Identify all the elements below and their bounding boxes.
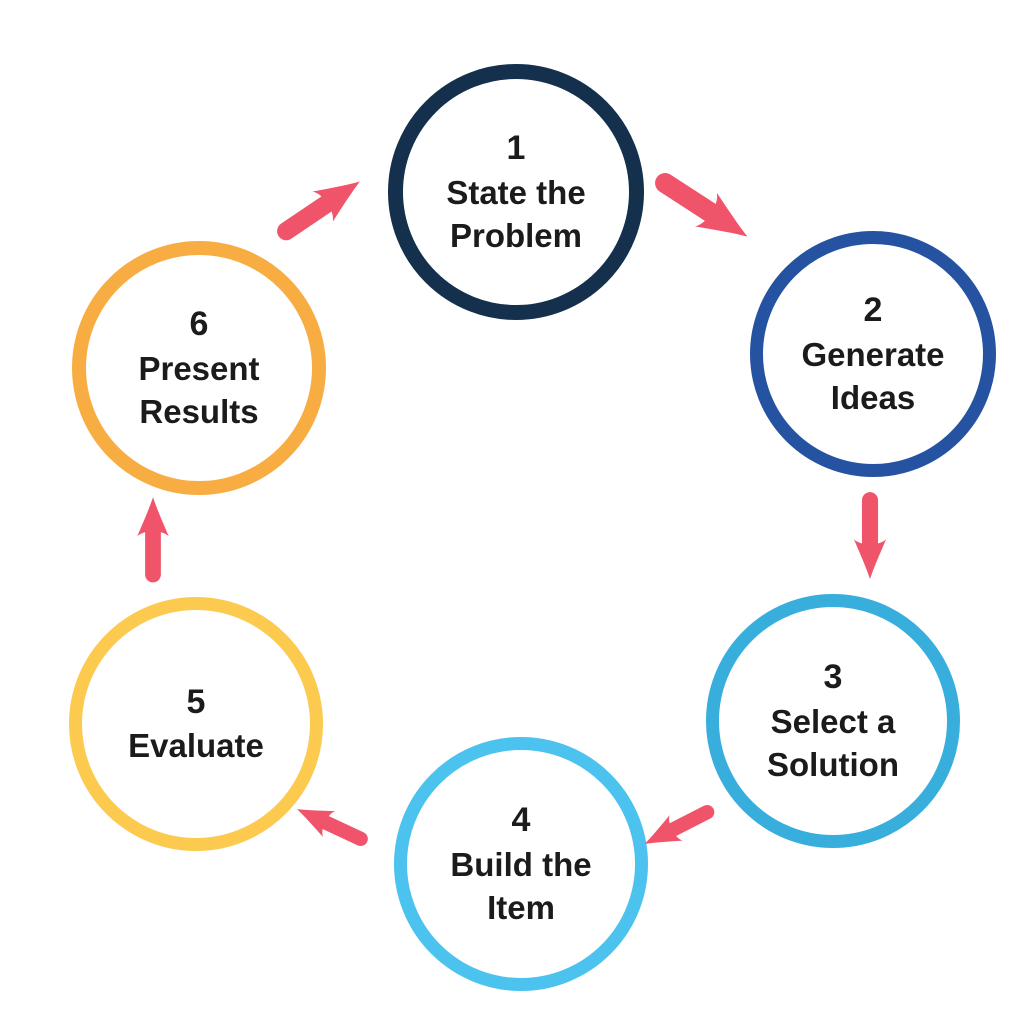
step-circle-3: 3 Select a Solution [706,594,960,848]
step-circle-6: 6 Present Results [72,241,326,495]
step-circle-2: 2 Generate Ideas [750,231,996,477]
step-label-3: Select a Solution [767,702,899,784]
step-number-5: 5 [186,683,206,722]
step-circle-1: 1 State the Problem [388,64,644,320]
arrow-3-to-4-icon [635,795,722,859]
step-number-4: 4 [511,801,531,840]
arrow-5-to-6-icon [137,494,170,584]
step-label-2: Generate Ideas [801,335,945,417]
arrow-6-to-1-icon [266,163,374,253]
step-label-5: Evaluate [128,727,264,765]
step-label-6: Present Results [138,349,260,431]
step-number-3: 3 [823,658,843,697]
step-circle-5: 5 Evaluate [69,597,323,851]
step-circle-4: 4 Build the Item [394,737,648,991]
step-number-2: 2 [863,291,883,330]
step-number-6: 6 [189,305,209,344]
arrow-1-to-2-icon [644,159,763,257]
arrow-2-to-3-icon [853,491,887,583]
arrow-4-to-5-icon [288,794,375,856]
step-number-1: 1 [506,129,526,168]
step-label-4: Build the Item [450,845,592,927]
step-label-1: State the Problem [446,173,586,255]
